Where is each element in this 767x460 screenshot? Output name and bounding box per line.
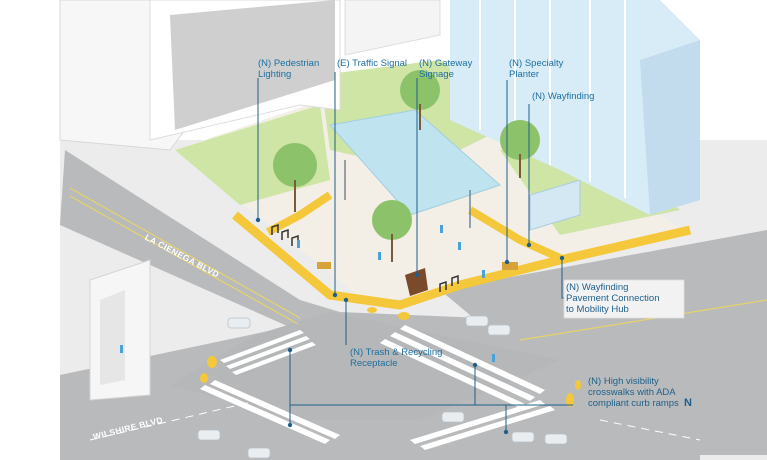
crosswalk-west xyxy=(220,330,316,375)
edge-text: N xyxy=(684,397,692,409)
white-building xyxy=(344,0,441,56)
wayfinding-label: (N) Wayfinding xyxy=(532,91,595,102)
mobility-hub xyxy=(529,179,581,231)
glass-building xyxy=(450,0,700,215)
wayfinding-pavement-label: (N) Wayfinding Pavement Connection to Mo… xyxy=(566,282,660,315)
specialty-planter-label: (N) Specialty Planter xyxy=(509,58,564,80)
lane-line xyxy=(519,299,767,341)
lane-line xyxy=(69,195,299,325)
canopy xyxy=(329,109,501,216)
lane-line xyxy=(69,187,301,319)
gateway-sign xyxy=(405,268,428,296)
lane-line xyxy=(599,419,701,441)
building-facade xyxy=(170,0,335,130)
curb-ramps xyxy=(200,307,581,407)
traffic-signal-label: (E) Traffic Signal xyxy=(337,58,408,69)
lane-line xyxy=(89,399,261,441)
intersection xyxy=(170,312,560,420)
left-building-opening xyxy=(100,290,125,385)
gateway-signage-label: (N) Gateway Signage xyxy=(419,58,473,80)
crosswalks-label: (N) High visibility crosswalks with ADA … xyxy=(588,376,679,409)
glass-mullions xyxy=(479,0,626,198)
leader-dots xyxy=(255,217,565,435)
callout-box xyxy=(563,279,685,319)
crosswalk-east xyxy=(410,400,555,450)
glass-building-side xyxy=(640,40,700,215)
planter xyxy=(317,262,331,269)
crosswalk-north xyxy=(380,325,545,408)
trees xyxy=(273,70,540,262)
crosswalk-south xyxy=(200,380,340,444)
pedestrians xyxy=(120,225,495,362)
pedestrian-lighting-label: (N) Pedestrian Lighting xyxy=(258,58,320,80)
specialty-planter xyxy=(502,262,518,270)
wayfinding-pavement xyxy=(232,211,692,310)
yellow-path xyxy=(467,206,562,262)
trash-recycling-label: (N) Trash & Recycling Receptacle xyxy=(350,347,443,369)
cars xyxy=(197,315,568,459)
bike-racks xyxy=(271,223,459,292)
